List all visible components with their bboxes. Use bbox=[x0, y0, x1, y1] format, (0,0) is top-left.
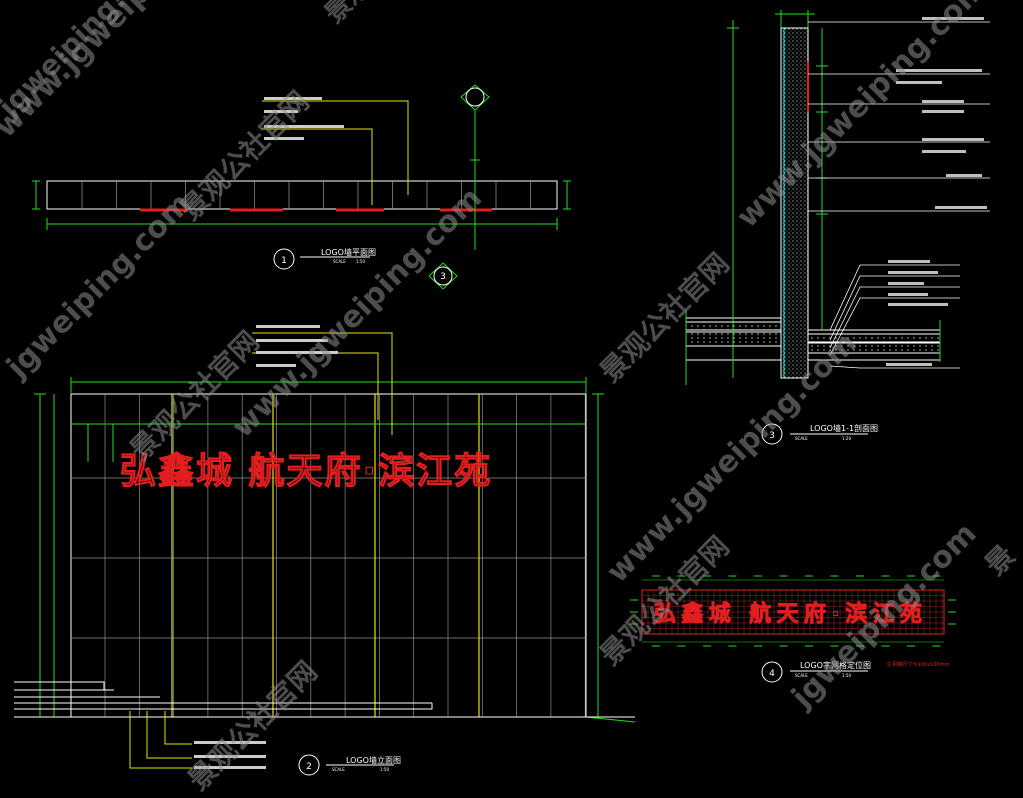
plan-title-block: 1 LOGO墙平面图 SCALE 1:50 bbox=[273, 247, 376, 270]
grid-positioning-view: 弘鑫城 航天府·滨江苑 4 LOGO字网格定位图 SCALE 1:50 注:网格… bbox=[630, 575, 956, 683]
section-marker-3-label: 3 bbox=[440, 272, 446, 282]
plan-drawing-number: 1 bbox=[281, 256, 287, 266]
elevation-wall-outline bbox=[70, 393, 587, 718]
elevation-drawing-number: 2 bbox=[306, 762, 312, 772]
elevation-note-text-bars bbox=[194, 325, 338, 769]
grid-logo-text: 弘鑫城 航天府·滨江苑 bbox=[654, 601, 922, 627]
elevation-base-steps bbox=[14, 681, 635, 718]
grid-dimension-ticks bbox=[630, 575, 956, 647]
grid-scale-label: SCALE bbox=[795, 673, 808, 678]
grid-scale: 1:50 bbox=[842, 673, 851, 678]
grid-title: LOGO字网格定位图 bbox=[800, 660, 871, 670]
grid-title-block: 4 LOGO字网格定位图 SCALE 1:50 注:网格尺寸为100x100mm bbox=[761, 660, 950, 683]
cad-drawing-sheet: 3 1 LOGO墙平面图 SCALE 1:50 bbox=[14, 10, 990, 776]
section-title: LOGO墙1-1剖面图 bbox=[810, 423, 878, 433]
section-ground-layers bbox=[685, 317, 941, 361]
plan-panel-joints bbox=[81, 181, 531, 209]
plan-dimension-lines bbox=[32, 180, 571, 230]
plan-wall-outline bbox=[46, 180, 558, 210]
plan-scale-label: SCALE bbox=[333, 259, 346, 264]
elevation-logo-text: 弘鑫城 航天府·滨江苑 bbox=[120, 450, 492, 492]
section-wall-body bbox=[780, 27, 809, 379]
elevation-title-block: 2 LOGO墙立面图 SCALE 1:50 bbox=[298, 754, 401, 776]
grid-mesh bbox=[641, 589, 944, 635]
elevation-scale-label: SCALE bbox=[332, 767, 345, 772]
section-scale-label: SCALE bbox=[795, 436, 808, 441]
section-scale: 1:20 bbox=[842, 436, 851, 441]
plan-title: LOGO墙平面图 bbox=[321, 247, 376, 257]
elevation-panel-grid bbox=[71, 394, 586, 717]
plan-view: 3 1 LOGO墙平面图 SCALE 1:50 bbox=[32, 84, 571, 290]
elevation-scale: 1:50 bbox=[380, 767, 389, 772]
section-title-block: 3 LOGO墙1-1剖面图 SCALE 1:20 bbox=[761, 423, 878, 445]
section-note-text-bars bbox=[886, 17, 987, 366]
plan-scale: 1:50 bbox=[356, 259, 365, 264]
section-drawing-number: 3 bbox=[769, 431, 775, 441]
section-view: 3 LOGO墙1-1剖面图 SCALE 1:20 bbox=[685, 10, 990, 445]
elevation-title: LOGO墙立面图 bbox=[346, 755, 401, 765]
plan-note-text-bars bbox=[264, 97, 344, 140]
elevation-view: 弘鑫城 航天府·滨江苑 2 bbox=[14, 325, 636, 776]
elevation-yellow-joints bbox=[171, 394, 480, 717]
grid-note: 注:网格尺寸为100x100mm bbox=[886, 661, 950, 668]
section-marker-3: 3 bbox=[428, 262, 458, 290]
section-marker-1-1 bbox=[460, 84, 490, 111]
elevation-dimension-lines bbox=[34, 377, 636, 723]
grid-drawing-number: 4 bbox=[769, 669, 775, 679]
section-leader-lines bbox=[808, 21, 990, 369]
plan-section-cut-line bbox=[470, 110, 480, 250]
plan-leader-lines bbox=[262, 100, 409, 205]
section-dimension-lines bbox=[685, 10, 941, 385]
